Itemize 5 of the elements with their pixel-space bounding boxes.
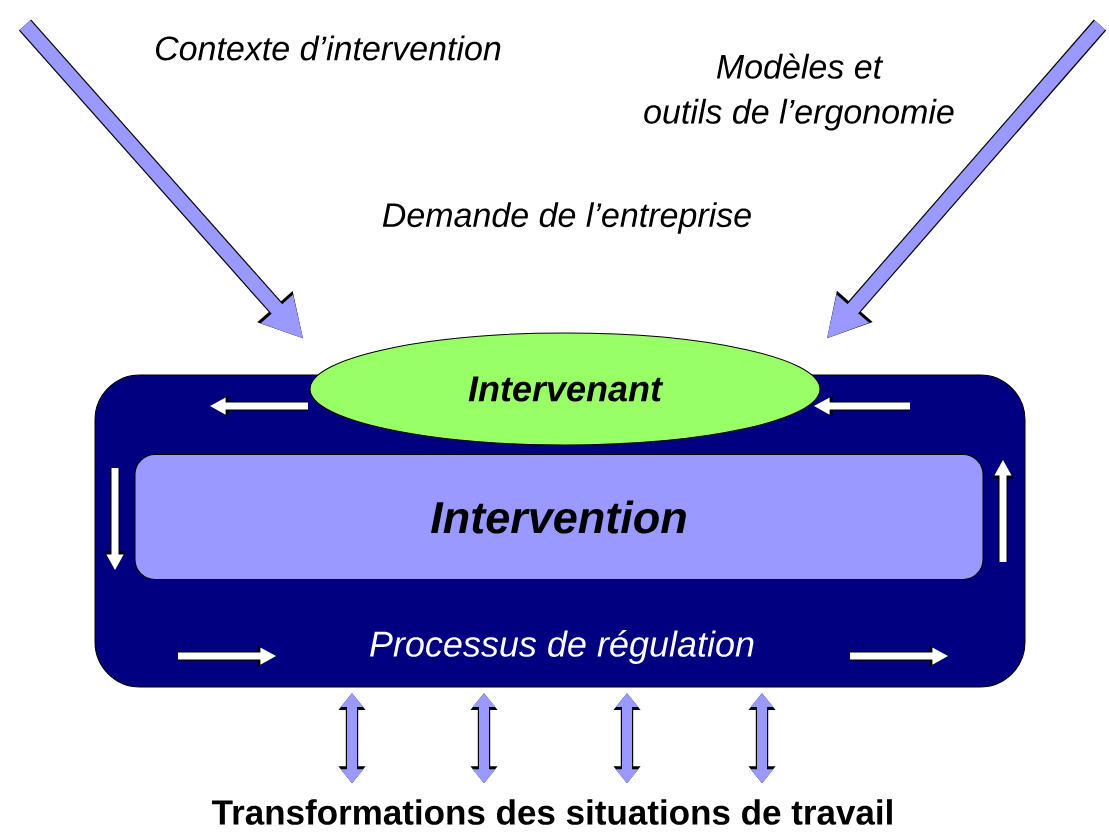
inner-box: Intervention (134, 454, 984, 580)
label-text: Contexte d’intervention (156, 35, 501, 61)
label-text: Demande de l’entreprise (382, 202, 751, 234)
label-text: Modèles et outils de l’ergonomie (644, 53, 954, 131)
caption-text: Transformations des situations de travail (212, 799, 892, 825)
